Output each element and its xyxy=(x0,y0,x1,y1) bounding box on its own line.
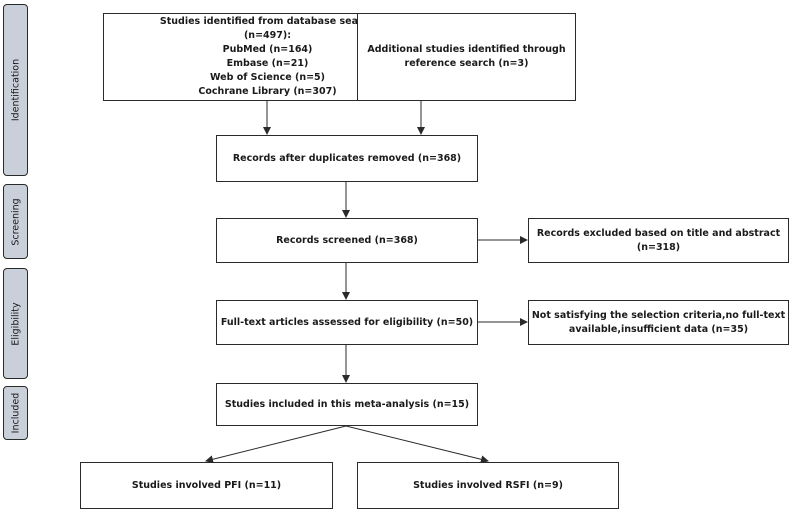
database-search-line: PubMed (n=164) xyxy=(222,44,313,55)
full-text-assessed-text: Full-text articles assessed for eligibil… xyxy=(220,316,474,328)
database-search-line: Cochrane Library (n=307) xyxy=(198,86,337,97)
database-search-line: (n=497): xyxy=(243,30,292,41)
records-excluded-text: Records excluded based on title and abst… xyxy=(536,227,781,253)
duplicates-removed-text: Records after duplicates removed (n=368) xyxy=(232,152,462,164)
full-text-excluded-box: Not satisfying the selection criteria,no… xyxy=(528,300,789,345)
pfi-text: Studies involved PFI (n=11) xyxy=(131,479,282,491)
stage-eligibility: Eligibility xyxy=(3,268,28,379)
database-search-line: Embase (n=21) xyxy=(226,58,309,69)
full-text-excluded-line: Not satisfying the selection criteria,no… xyxy=(531,309,786,321)
database-search-line: Web of Science (n=5) xyxy=(210,72,325,83)
reference-search-line: reference search (n=3) xyxy=(404,58,529,69)
records-excluded-box: Records excluded based on title and abst… xyxy=(528,218,789,263)
reference-search-line: Additional studies identified through xyxy=(367,44,566,55)
duplicates-removed-box: Records after duplicates removed (n=368) xyxy=(216,135,478,182)
full-text-assessed-box: Full-text articles assessed for eligibil… xyxy=(216,300,478,345)
records-screened-box: Records screened (n=368) xyxy=(216,218,478,263)
stage-identification: Identification xyxy=(3,4,28,176)
stage-screening: Screening xyxy=(3,184,28,259)
included-box: Studies included in this meta-analysis (… xyxy=(216,383,478,426)
arrow-included-to-pfi xyxy=(205,425,347,464)
rsfi-box: Studies involved RSFI (n=9) xyxy=(357,462,619,509)
arrow-included-to-rsfi xyxy=(345,425,489,464)
reference-search-box: Additional studies identified through re… xyxy=(357,13,576,101)
stage-included: Included xyxy=(3,386,28,440)
records-screened-text: Records screened (n=368) xyxy=(276,234,418,246)
included-text: Studies included in this meta-analysis (… xyxy=(224,398,470,410)
full-text-excluded-line: available,insufficient data (n=35) xyxy=(568,323,749,335)
database-search-line: Studies identified from database search xyxy=(159,16,376,27)
rsfi-text: Studies involved RSFI (n=9) xyxy=(413,479,563,491)
